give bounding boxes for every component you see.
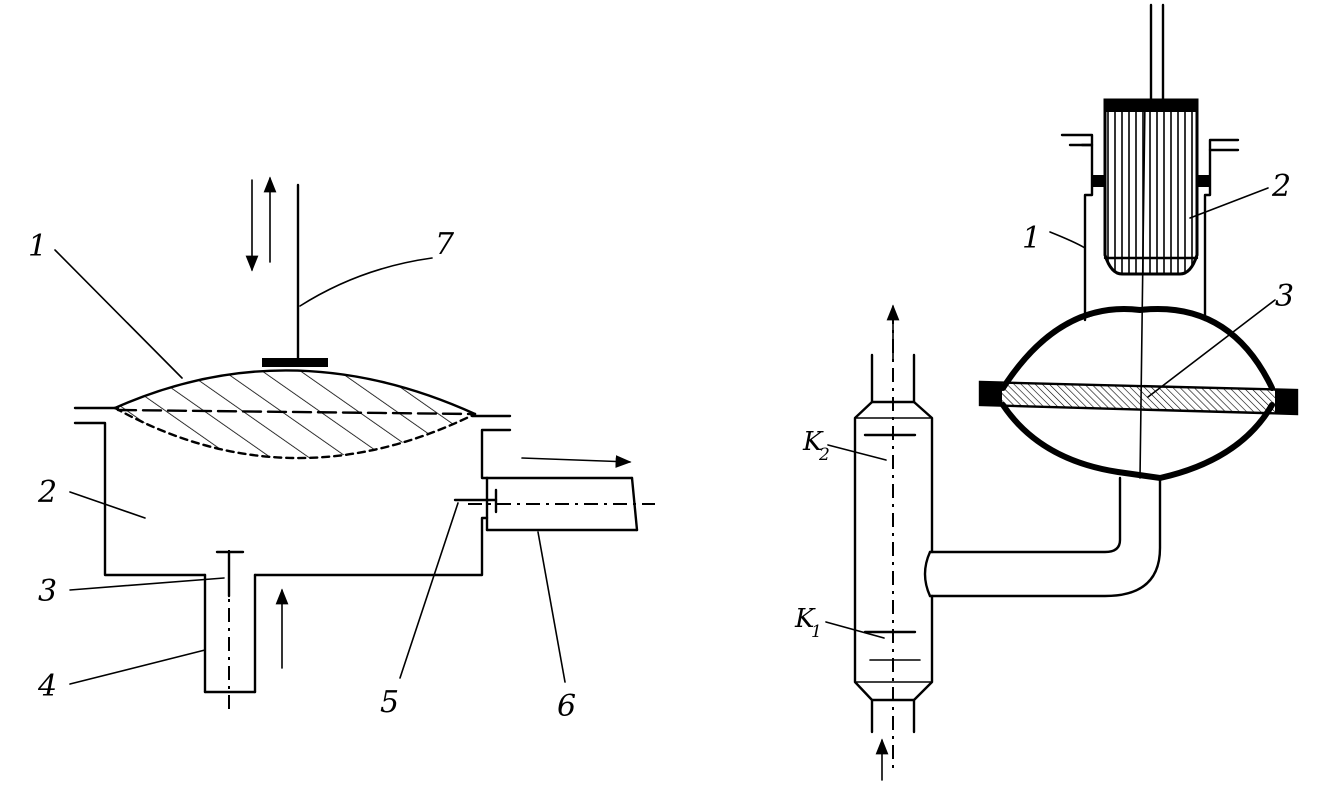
outlet-arrow [521, 455, 632, 468]
label-r3: 3 [1275, 279, 1294, 314]
bent-pipe [923, 476, 1162, 598]
housing [1060, 133, 1240, 322]
right-diagram: 1 2 3 K 2 K 1 [794, 3, 1299, 781]
leader-k2 [827, 444, 887, 461]
label-1: 1 [28, 229, 47, 264]
label-6: 6 [557, 689, 576, 724]
leader-5 [399, 502, 459, 679]
label-3: 3 [38, 574, 57, 609]
label-k2-sub: 2 [818, 445, 830, 465]
leader-r2 [1189, 187, 1269, 219]
leader-7 [299, 257, 433, 307]
leader-k1 [825, 621, 885, 639]
leader-1 [54, 249, 183, 379]
left-diagram: 1 7 2 3 4 5 6 [28, 176, 655, 724]
outlet-tube [453, 476, 655, 532]
label-r1: 1 [1022, 221, 1041, 256]
leader-r1 [1049, 231, 1086, 249]
center-rod [1139, 99, 1146, 479]
membrane [978, 380, 1299, 416]
label-2: 2 [37, 475, 57, 510]
label-4: 4 [37, 669, 57, 704]
leader-3 [69, 577, 225, 591]
label-k2: K [802, 427, 824, 457]
chamber-right-wall [480, 428, 512, 480]
label-7: 7 [435, 227, 455, 262]
membrane-lens [113, 369, 477, 460]
chamber-bottom [253, 516, 489, 577]
label-k1: K [794, 604, 816, 634]
leader-r3 [1147, 299, 1276, 398]
inlet-tube [203, 550, 257, 712]
label-k1-sub: 1 [811, 622, 822, 642]
chamber-left-wall [73, 421, 207, 577]
leader-4 [69, 649, 206, 685]
leader-6 [537, 531, 566, 683]
cylinder [1093, 98, 1209, 276]
label-5: 5 [380, 685, 399, 720]
label-r2: 2 [1271, 169, 1291, 204]
rod-pad [262, 358, 328, 367]
column [853, 310, 934, 770]
leader-2 [69, 491, 146, 519]
membrane-sphere [1000, 306, 1275, 482]
